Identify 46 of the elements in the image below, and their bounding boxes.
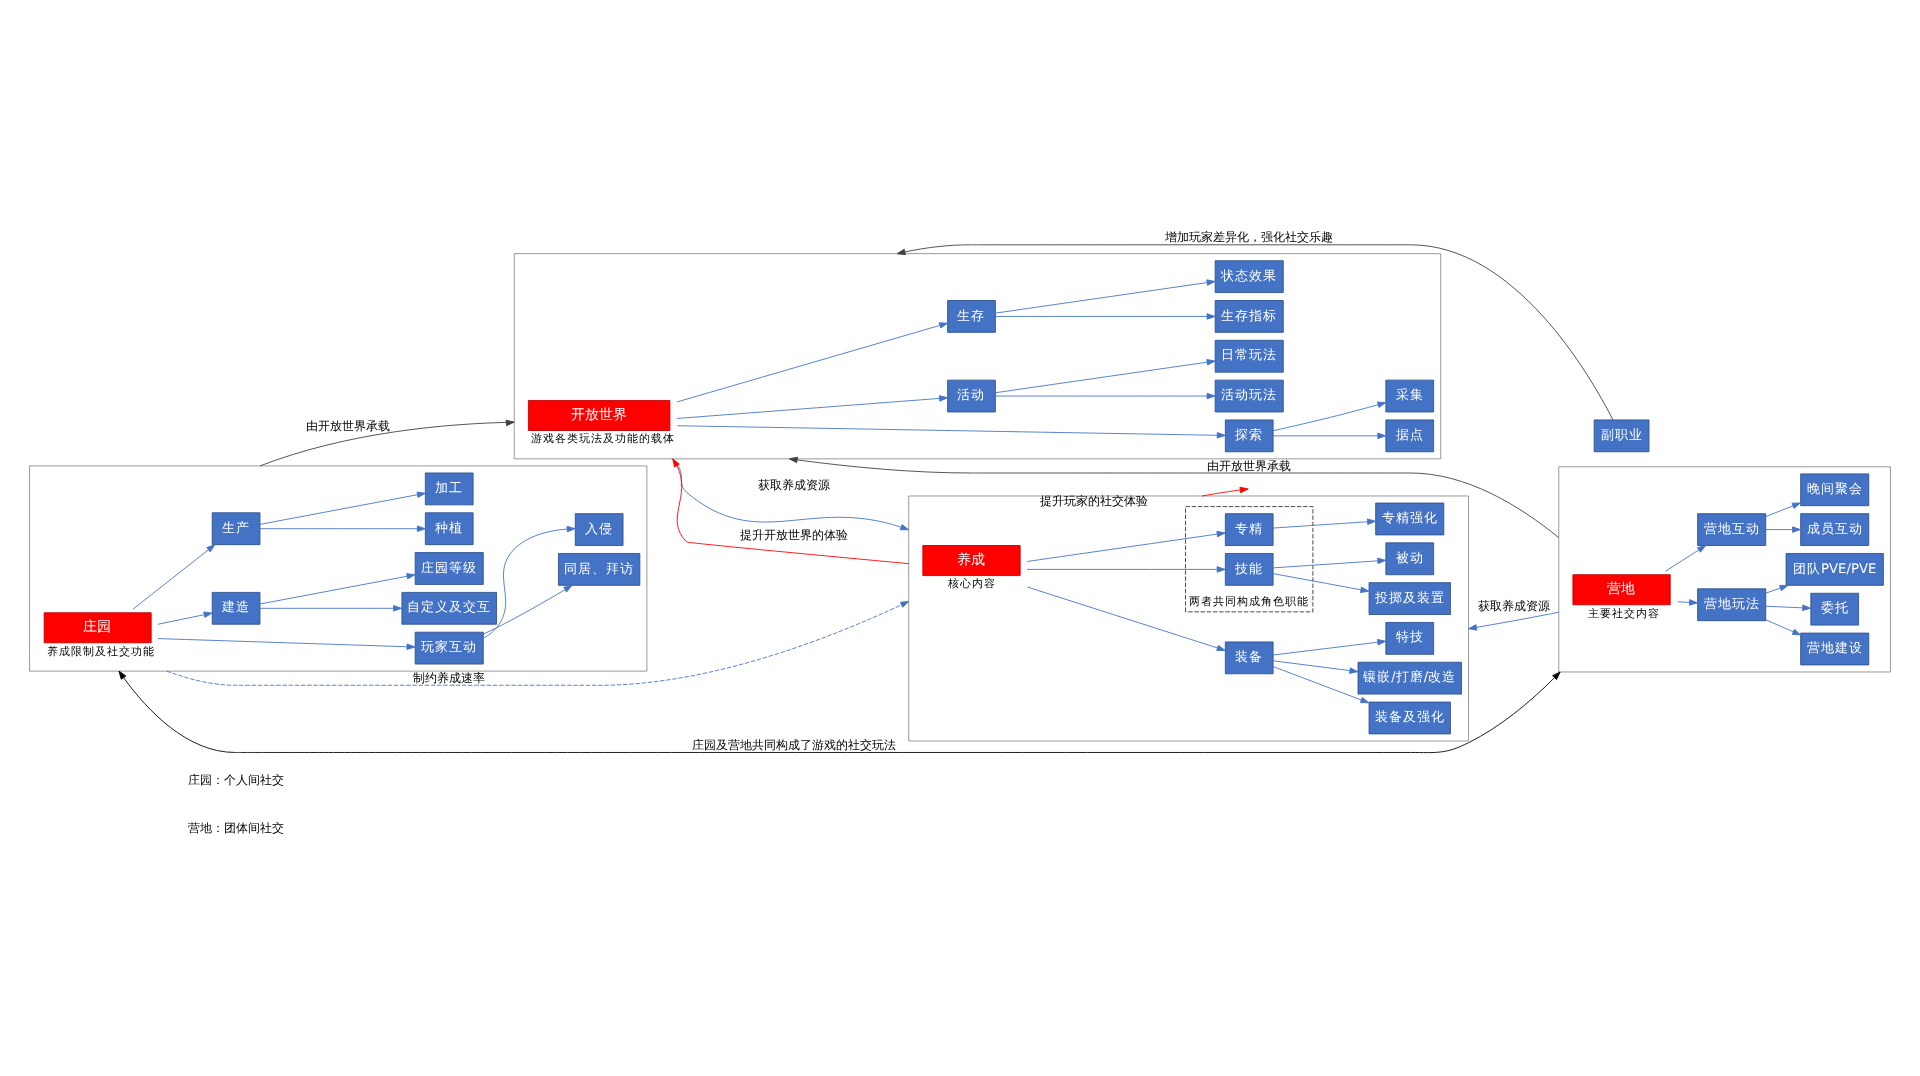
arrow <box>259 605 402 612</box>
arrow <box>483 525 576 639</box>
arrow <box>896 244 1614 421</box>
arrow <box>676 322 949 403</box>
arrow <box>995 313 1216 320</box>
cluster <box>1558 466 1891 673</box>
arrow <box>1272 401 1387 432</box>
arrow <box>157 638 416 650</box>
arrow <box>259 573 416 605</box>
arrow <box>118 670 1561 754</box>
arrow <box>166 601 910 686</box>
arrow <box>995 359 1216 394</box>
arrow <box>259 491 426 525</box>
arrow <box>671 458 910 531</box>
arrow <box>676 425 1226 439</box>
arrow <box>259 525 426 532</box>
cluster <box>513 253 1442 460</box>
arrow <box>157 611 213 625</box>
cluster <box>908 495 1469 742</box>
arrow <box>1201 486 1249 497</box>
arrow <box>482 585 573 635</box>
arrow <box>1765 619 1802 636</box>
arrow <box>1765 604 1812 612</box>
arrow <box>1665 545 1707 572</box>
arrow <box>1272 557 1387 569</box>
arrow <box>995 392 1216 400</box>
arrow <box>1026 530 1226 562</box>
arrow <box>1765 584 1789 594</box>
arrow <box>1765 526 1801 533</box>
arrow <box>1272 638 1387 656</box>
arrow <box>1468 611 1560 631</box>
arrow <box>1026 566 1226 573</box>
arrow <box>1272 666 1370 704</box>
arrow <box>1026 586 1226 652</box>
arrow <box>1677 599 1698 606</box>
arrow <box>1272 573 1370 593</box>
arrow <box>1272 518 1376 529</box>
arrow <box>1272 432 1387 440</box>
arrow <box>132 544 216 610</box>
cluster <box>29 465 648 672</box>
arrow <box>676 395 949 419</box>
arrow <box>1765 502 1801 517</box>
arrow <box>995 279 1216 314</box>
arrow <box>259 419 515 467</box>
arrow <box>1272 660 1359 674</box>
arrow <box>672 458 910 565</box>
